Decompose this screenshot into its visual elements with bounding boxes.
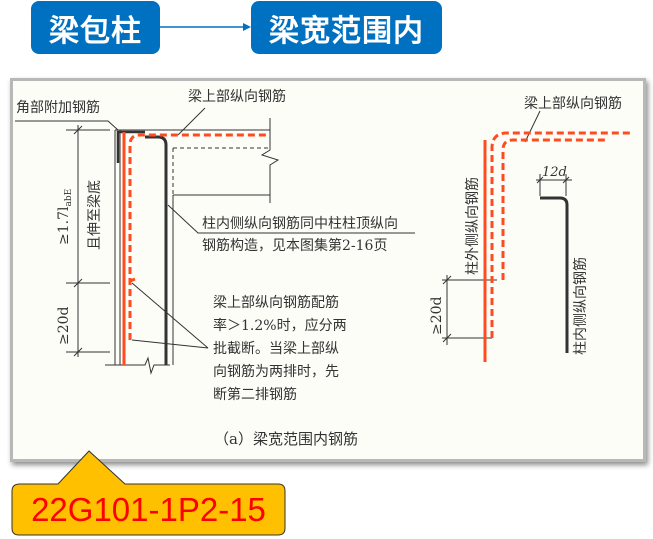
right-structure-lines (442, 110, 572, 345)
anchor-note: 且伸至梁底 (87, 180, 103, 250)
dim-20d-right: ≥20d (429, 296, 445, 335)
cutoff-note-line: 梁上部纵向钢筋配筋 (213, 294, 339, 311)
cutoff-note-line: 率＞1.2%时，应分两 (213, 317, 347, 334)
within-beam-width-label: 梁宽范围内 (251, 1, 442, 54)
beam-top-bar-label-left: 梁上部纵向钢筋 (188, 88, 286, 105)
dim-20d-left: ≥20d (56, 306, 72, 345)
left-red-rebars (122, 132, 270, 365)
right-inner-black-rebar (540, 196, 569, 353)
inner-bar-note-line1: 柱内侧纵向钢筋同中柱柱顶纵向 (202, 215, 398, 232)
flow-arrow (160, 23, 251, 31)
outer-bar-label: 柱外侧纵向钢筋 (464, 177, 481, 275)
left-structure-lines (15, 107, 415, 375)
corner-bar-label: 角部附加钢筋 (16, 99, 100, 116)
diagram-caption: （a）梁宽范围内钢筋 (214, 430, 358, 448)
dim-12d: 12d (542, 165, 567, 180)
left-black-rebars (116, 130, 168, 365)
beam-top-bar-label-right: 梁上部纵向钢筋 (524, 95, 622, 112)
inner-bar-label: 柱内侧纵向钢筋 (572, 257, 589, 355)
beam-wraps-column-label: 梁包柱 (31, 1, 160, 54)
reference-code: 22G101-1P2-15 (31, 490, 266, 528)
drawing-panel (10, 78, 646, 462)
inner-bar-note-line2: 钢筋构造，见本图集第2-16页 (202, 237, 387, 254)
cutoff-note-line: 断第二排钢筋 (213, 386, 297, 403)
anchor-length-dimension: ≥1.7labE (56, 189, 74, 245)
right-red-rebars (483, 131, 633, 362)
cutoff-note-line: 向钢筋为两排时，先 (213, 363, 339, 380)
cutoff-note-line: 批截断。当梁上部纵 (213, 341, 339, 357)
